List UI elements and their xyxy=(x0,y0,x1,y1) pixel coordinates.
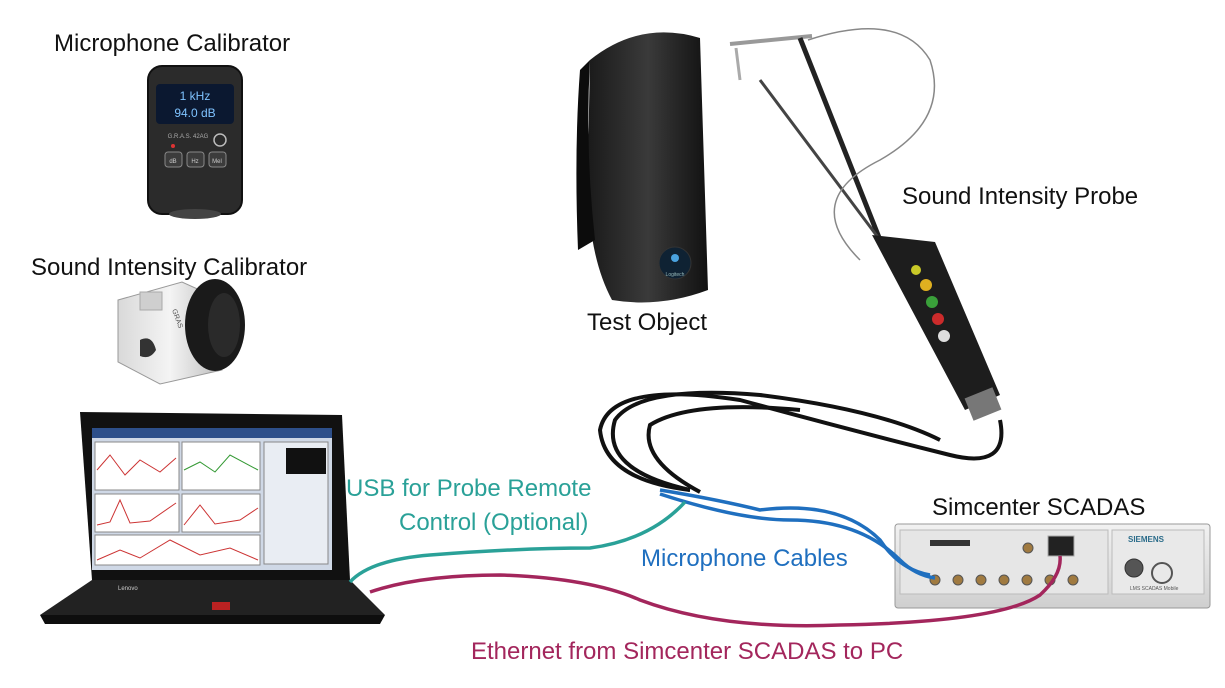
speaker-logo-text: Logitech xyxy=(666,272,685,278)
laptop-brand-text: Lenovo xyxy=(118,586,138,592)
mic-cal-display-freq: 1 kHz xyxy=(180,89,211,103)
simcenter-scadas-label: Simcenter SCADAS xyxy=(932,494,1146,521)
sound-intensity-probe-device xyxy=(729,28,1002,421)
sound-intensity-calibrator-device: GRAS xyxy=(117,279,245,385)
usb-cable xyxy=(348,500,687,584)
usb-label-line1: USB for Probe Remote xyxy=(346,475,592,502)
simcenter-scadas-device: SIEMENS LMS SCADAS Mobile xyxy=(894,523,1211,609)
microphone-calibrator-device: 1 kHz 94.0 dB G.R.A.S. 42AG dB Hz Mel xyxy=(147,65,243,219)
microphone-cables-label: Microphone Cables xyxy=(641,545,848,572)
test-object-speaker: Logitech xyxy=(576,32,708,303)
power-icon xyxy=(1151,562,1173,584)
ethernet-label: Ethernet from Simcenter SCADAS to PC xyxy=(471,638,904,665)
ethernet-port xyxy=(1047,535,1075,557)
microphone-cable xyxy=(659,492,936,580)
sound-intensity-probe-label: Sound Intensity Probe xyxy=(902,183,1139,210)
mic-cal-db-button: dB xyxy=(169,159,176,165)
mic-cal-hz-button: Hz xyxy=(191,159,198,165)
test-object-label: Test Object xyxy=(587,309,708,336)
sound-intensity-calibrator-label: Sound Intensity Calibrator xyxy=(31,254,308,281)
mic-cal-mel-button: Mel xyxy=(212,159,222,165)
ethernet-cable xyxy=(369,555,1062,628)
scadas-brand-text: SIEMENS xyxy=(1128,535,1165,544)
scadas-model-text: LMS SCADAS Mobile xyxy=(1130,586,1179,592)
usb-label-line2: Control (Optional) xyxy=(399,509,589,536)
probe-cable xyxy=(597,390,1004,494)
laptop-pc: Lenovo xyxy=(40,412,385,624)
mic-cal-model-text: G.R.A.S. 42AG xyxy=(168,134,209,140)
power-icon xyxy=(213,133,227,147)
microphone-calibrator-label: Microphone Calibrator xyxy=(54,30,291,57)
mic-cal-display-level: 94.0 dB xyxy=(174,106,215,120)
